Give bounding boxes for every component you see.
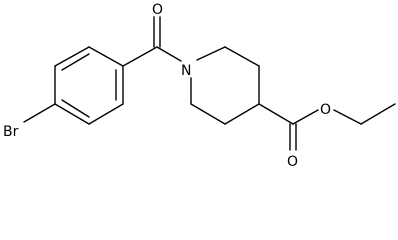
bond <box>88 103 124 125</box>
ester-single-bond <box>292 109 319 125</box>
bond <box>190 103 226 125</box>
aromatic-bond <box>61 99 90 118</box>
aromatic-bond <box>61 53 90 71</box>
bond <box>224 46 260 67</box>
bond-ring-to-ester <box>258 103 294 125</box>
bond <box>224 103 260 125</box>
bond <box>88 46 124 67</box>
bond-to-bromine <box>23 103 56 123</box>
bond-carbonyl-to-nitrogen <box>156 46 182 62</box>
atom-label-bromine: Br <box>3 124 19 140</box>
bond-ring-to-carbonyl <box>122 46 158 67</box>
piperidine-ring <box>190 46 260 125</box>
ethyl-bond <box>333 109 362 125</box>
ethyl-bond <box>360 103 396 125</box>
bond <box>54 46 90 67</box>
atom-label-oxygen: O <box>320 102 331 118</box>
bond <box>54 103 90 125</box>
atom-label-nitrogen: N <box>181 63 191 79</box>
bond <box>196 46 226 61</box>
atom-label-oxygen: O <box>152 2 163 18</box>
atom-label-oxygen: O <box>287 154 298 170</box>
chemical-structure: O N Br O O <box>3 2 396 170</box>
benzene-ring <box>54 46 124 125</box>
